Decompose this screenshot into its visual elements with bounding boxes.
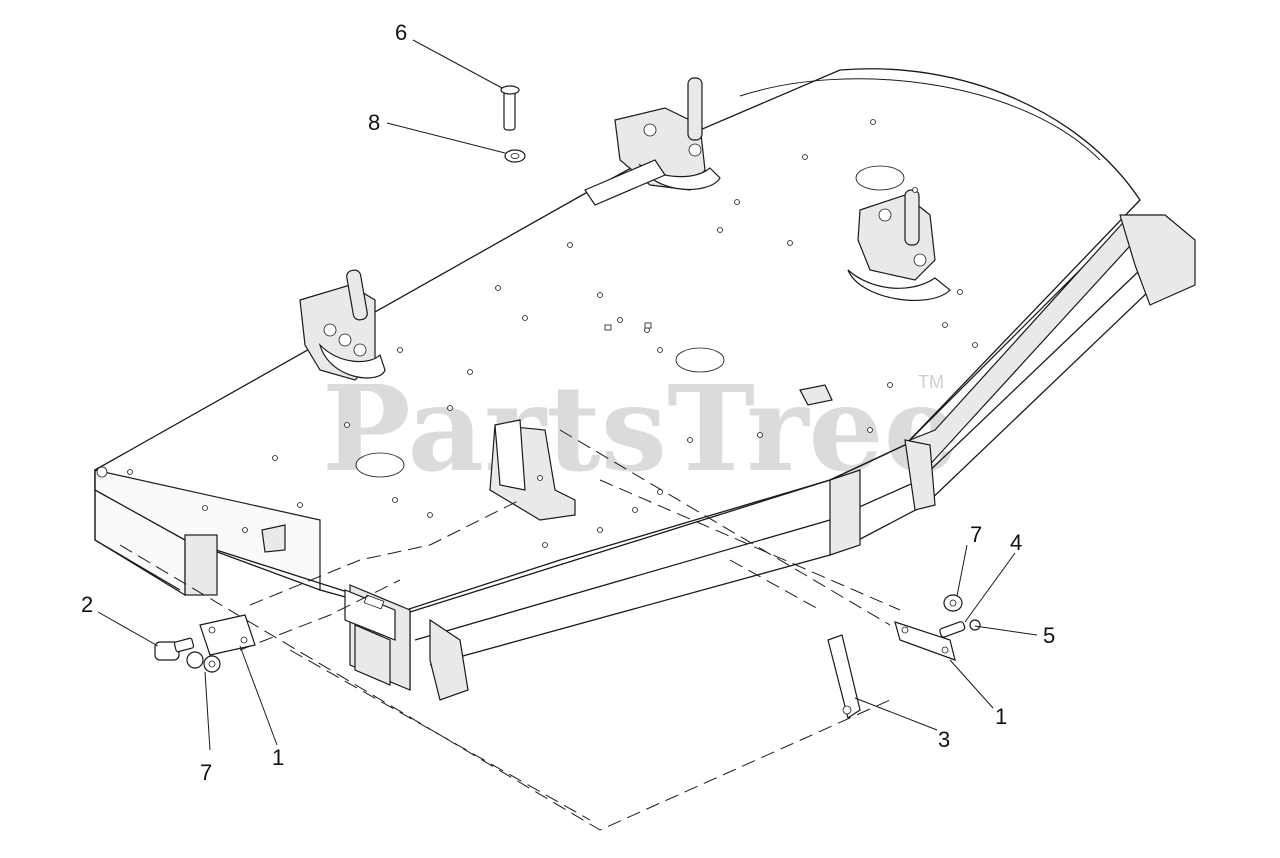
link-1-right <box>894 621 956 661</box>
callout-7-right: 7 <box>970 522 982 547</box>
deck-small-brackets <box>261 322 833 553</box>
callout-7-left: 7 <box>200 760 212 785</box>
deck-mounting-holes <box>127 119 978 548</box>
rear-left-bracket <box>344 584 469 701</box>
height-link-3 <box>827 634 861 719</box>
callout-1-left: 1 <box>272 745 284 770</box>
front-left-height-adjuster <box>299 269 386 381</box>
callout-4: 4 <box>1010 530 1022 555</box>
callout-2: 2 <box>81 592 93 617</box>
callout-6: 6 <box>395 20 407 45</box>
nut-7-right <box>943 594 963 612</box>
spindle-openings <box>355 165 905 478</box>
rear-right-bracket <box>904 214 1196 511</box>
hidden-lines <box>119 429 901 831</box>
nut-7-left <box>186 651 221 673</box>
callout-leaders <box>97 39 1038 751</box>
rear-rail <box>409 213 1151 666</box>
center-pivot-bracket <box>489 419 576 521</box>
rear-center-height-adjuster <box>584 77 721 206</box>
washer-8 <box>504 149 526 163</box>
trademark-mark: TM <box>918 372 944 392</box>
rear-right-height-adjuster <box>847 189 951 301</box>
mower-deck-shell <box>94 68 1141 690</box>
carriage-bolt-6 <box>500 85 520 131</box>
callout-5: 5 <box>1043 623 1055 648</box>
link-1-left <box>199 614 256 656</box>
callout-8: 8 <box>368 110 380 135</box>
callout-3: 3 <box>938 727 950 752</box>
bolt-2 <box>154 637 195 661</box>
callout-1-right: 1 <box>995 704 1007 729</box>
bolt-4-and-5 <box>939 619 981 638</box>
